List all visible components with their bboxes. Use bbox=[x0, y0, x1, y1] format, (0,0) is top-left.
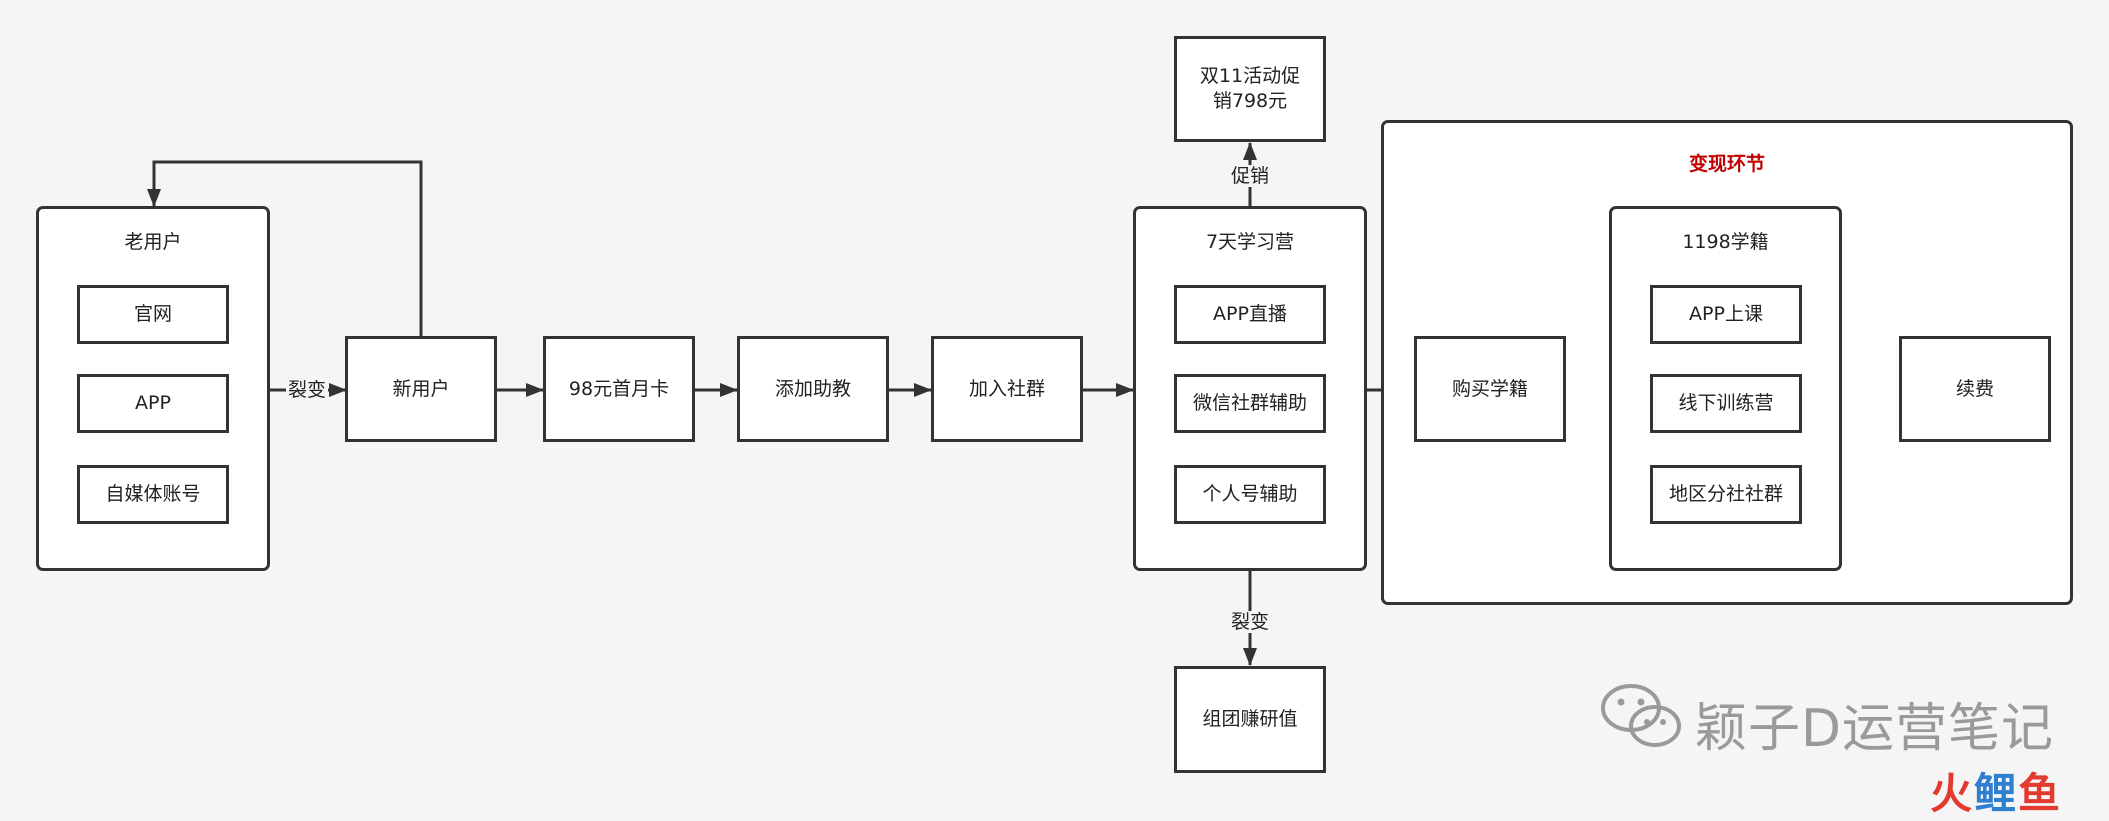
course-app-class: APP上课 bbox=[1650, 285, 1802, 344]
course-title: 1198学籍 bbox=[1682, 231, 1769, 253]
first-month-card-node: 98元首月卡 bbox=[543, 336, 695, 442]
group-buy-node: 组团赚研值 bbox=[1174, 666, 1326, 773]
add-assistant-node: 添加助教 bbox=[737, 336, 889, 442]
wechat-icon bbox=[1601, 684, 1681, 747]
old-user-title: 老用户 bbox=[124, 231, 182, 253]
edge-new-to-old-loop bbox=[147, 160, 423, 336]
monetization-title: 变现环节 bbox=[1688, 153, 1765, 175]
course-regional: 地区分社社群 bbox=[1650, 465, 1802, 524]
edge-label-fission-left: 裂变 bbox=[285, 379, 329, 401]
camp-personal: 个人号辅助 bbox=[1174, 465, 1326, 524]
join-community-node: 加入社群 bbox=[931, 336, 1083, 442]
edge-label-promo: 促销 bbox=[1228, 165, 1272, 187]
logo-char-3: 鱼 bbox=[2018, 769, 2063, 818]
old-user-media: 自媒体账号 bbox=[77, 465, 229, 524]
watermark-text: 颖子D运营笔记 bbox=[1695, 699, 2055, 759]
new-user-node: 新用户 bbox=[345, 336, 497, 442]
camp-live: APP直播 bbox=[1174, 285, 1326, 344]
renew-node: 续费 bbox=[1899, 336, 2051, 442]
camp-wechat: 微信社群辅助 bbox=[1174, 374, 1326, 433]
camp-title: 7天学习营 bbox=[1205, 231, 1295, 253]
buy-enrollment-node: 购买学籍 bbox=[1414, 336, 1566, 442]
watermark-logo: 火鲤鱼 bbox=[1930, 760, 2062, 821]
logo-char-2: 鲤 bbox=[1974, 769, 2019, 818]
double11-node: 双11活动促销798元 bbox=[1174, 36, 1326, 142]
logo-char-1: 火 bbox=[1930, 769, 1975, 818]
course-offline-camp: 线下训练营 bbox=[1650, 374, 1802, 433]
old-user-app: APP bbox=[77, 374, 229, 433]
edge-label-fission-down: 裂变 bbox=[1228, 611, 1272, 633]
old-user-website: 官网 bbox=[77, 285, 229, 344]
